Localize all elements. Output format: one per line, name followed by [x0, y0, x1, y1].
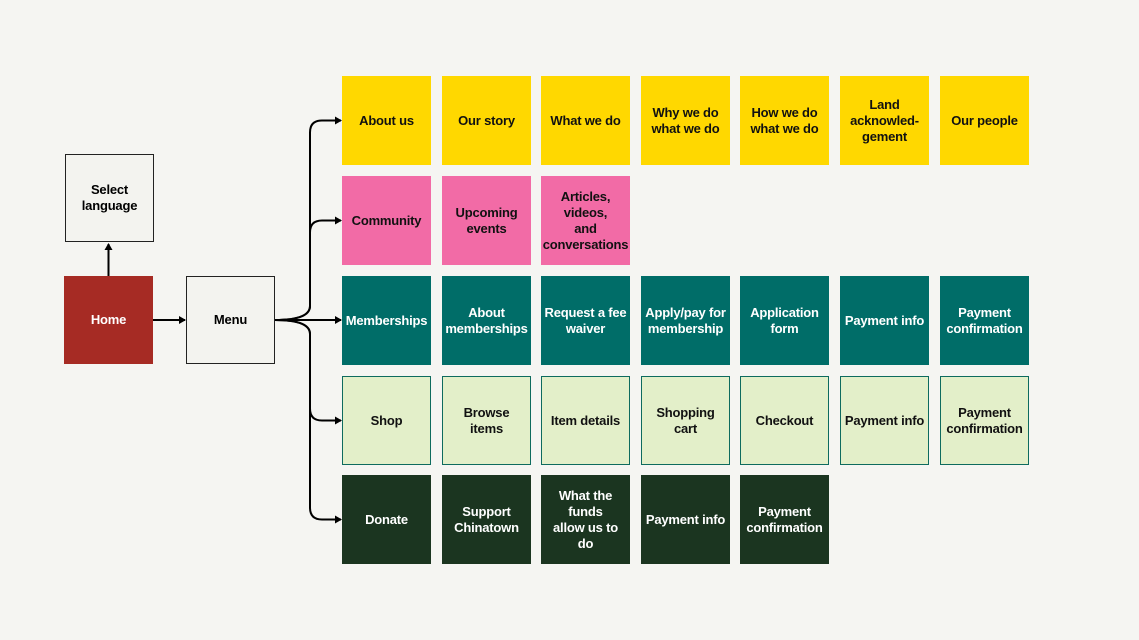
memberships-row-item-label: Request a fee waiver	[544, 304, 627, 336]
community-row-item-3: Articles, videos, and conversations	[541, 176, 630, 265]
shop-row-item-label: Payment info	[844, 412, 925, 428]
select-language-box: Select language	[65, 154, 154, 242]
shop-row-item-3: Item details	[541, 376, 630, 465]
memberships-row-item-label: About memberships	[445, 304, 528, 336]
shop-row-item-5: Checkout	[740, 376, 829, 465]
shop-row-item-7: Payment confirmation	[940, 376, 1029, 465]
shop-row-item-label: Payment confirmation	[946, 404, 1023, 436]
donate-row-item-label: Donate	[365, 511, 408, 527]
donate-row-item-label: Payment info	[645, 511, 726, 527]
memberships-row-item-label: Payment info	[844, 312, 925, 328]
memberships-row-item-label: Payment confirmation	[946, 304, 1023, 336]
about-row-item-2: Our story	[442, 76, 531, 165]
shop-row-item-label: Item details	[550, 412, 621, 428]
select-language-label: Select language	[81, 182, 138, 213]
donate-row-item-label: Payment confirmation	[746, 503, 823, 535]
about-row-item-label: Why we do what we do	[651, 104, 720, 136]
memberships-row-item-label: Apply/pay for membership	[645, 304, 726, 336]
shop-row-item-label: Checkout	[755, 412, 814, 428]
community-row-item-label: Upcoming events	[455, 204, 518, 236]
about-row-item-label: About us	[359, 112, 414, 128]
about-row-item-3: What we do	[541, 76, 630, 165]
memberships-row-item-3: Request a fee waiver	[541, 276, 630, 365]
memberships-row-item-5: Application form	[740, 276, 829, 365]
memberships-row-item-1: Memberships	[342, 276, 431, 365]
donate-row-item-1: Donate	[342, 475, 431, 564]
about-row-item-label: What we do	[550, 112, 621, 128]
memberships-row-item-6: Payment info	[840, 276, 929, 365]
memberships-row-item-4: Apply/pay for membership	[641, 276, 730, 365]
memberships-row-item-7: Payment confirmation	[940, 276, 1029, 365]
community-row-item-label: Articles, videos, and conversations	[542, 188, 629, 252]
shop-row-item-1: Shop	[342, 376, 431, 465]
shop-row-item-2: Browse items	[442, 376, 531, 465]
about-row-item-1: About us	[342, 76, 431, 165]
donate-row-item-5: Payment confirmation	[740, 475, 829, 564]
menu-to-community-arrow	[274, 216, 342, 321]
memberships-row-item-label: Memberships	[345, 312, 428, 328]
about-row-item-4: Why we do what we do	[641, 76, 730, 165]
about-row-item-6: Land acknowled- gement	[840, 76, 929, 165]
shop-row-item-6: Payment info	[840, 376, 929, 465]
shop-row-item-4: Shopping cart	[641, 376, 730, 465]
shop-row-item-label: Shop	[370, 412, 403, 428]
donate-row-item-3: What the funds allow us to do	[541, 475, 630, 564]
about-row-item-label: How we do what we do	[750, 104, 819, 136]
shop-row-item-label: Shopping cart	[656, 404, 715, 436]
community-row-item-1: Community	[342, 176, 431, 265]
about-row-item-label: Our story	[458, 112, 515, 128]
menu-label: Menu	[213, 312, 248, 327]
home-label: Home	[90, 312, 127, 327]
about-row-item-label: Land acknowled- gement	[850, 96, 919, 144]
home-box: Home	[64, 276, 153, 364]
about-row-item-label: Our people	[951, 112, 1018, 128]
shop-row-item-label: Browse items	[463, 404, 510, 436]
donate-row-item-2: Support Chinatown	[442, 475, 531, 564]
menu-to-shop-arrow	[274, 319, 342, 425]
memberships-row-item-2: About memberships	[442, 276, 531, 365]
menu-to-donate-arrow	[274, 319, 342, 524]
donate-row-item-label: Support Chinatown	[454, 503, 519, 535]
menu-box: Menu	[186, 276, 275, 364]
about-row-item-5: How we do what we do	[740, 76, 829, 165]
community-row-item-label: Community	[351, 212, 422, 228]
memberships-row-item-label: Application form	[750, 304, 819, 336]
donate-row-item-label: What the funds allow us to do	[553, 487, 618, 551]
about-row-item-7: Our people	[940, 76, 1029, 165]
community-row-item-2: Upcoming events	[442, 176, 531, 265]
donate-row-item-4: Payment info	[641, 475, 730, 564]
